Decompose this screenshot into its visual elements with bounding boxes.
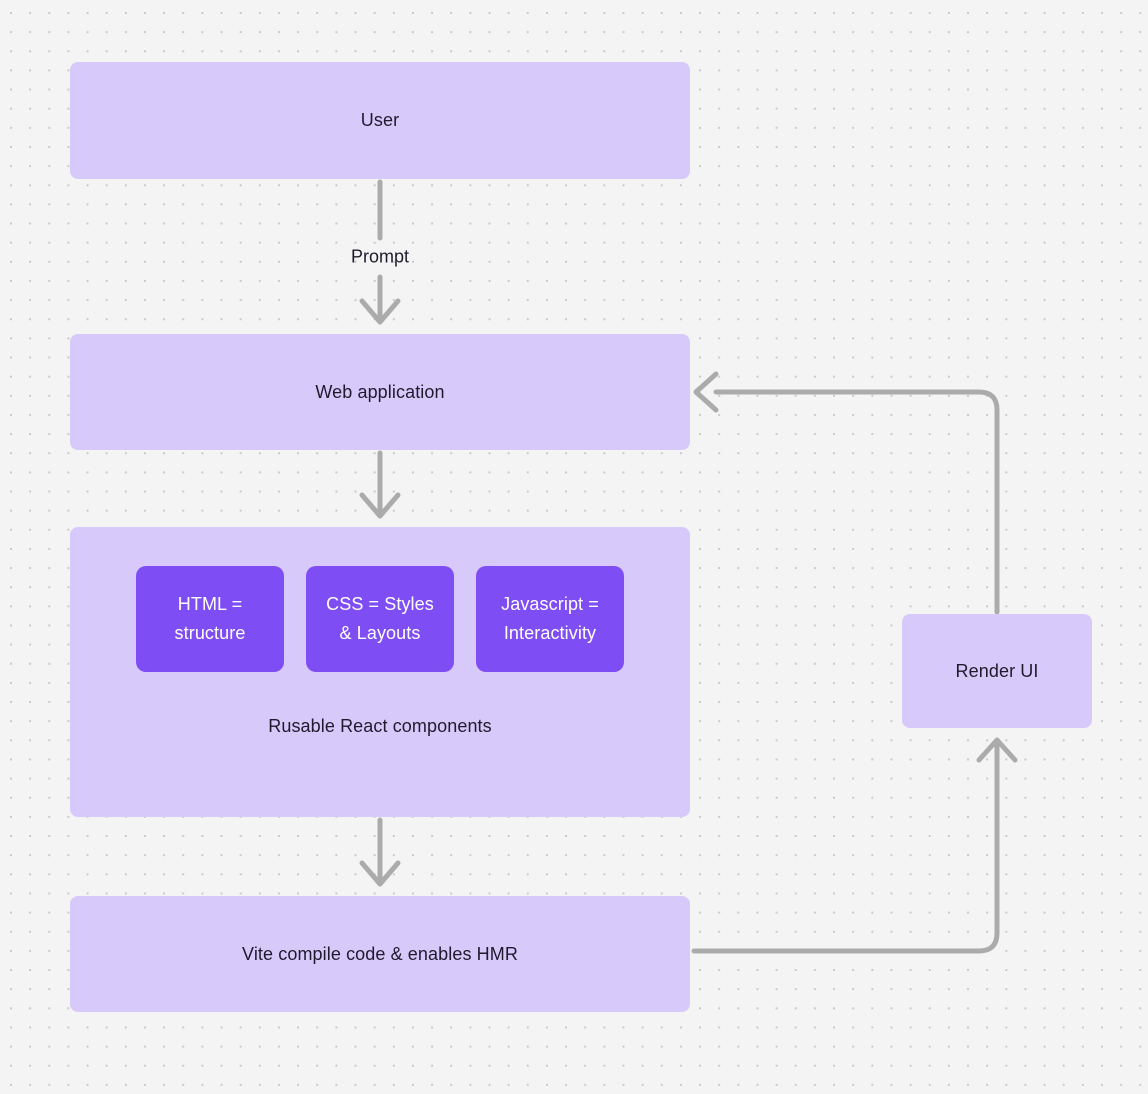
component-chip-row: HTML = structure CSS = Styles & Layouts …	[136, 566, 624, 672]
edge-vite-to-render	[691, 739, 1000, 954]
node-render-ui-label: Render UI	[955, 660, 1039, 681]
chip-javascript[interactable]: Javascript = Interactivity	[476, 566, 624, 672]
arrowhead-down-webapp	[359, 298, 401, 325]
chip-css[interactable]: CSS = Styles & Layouts	[306, 566, 454, 672]
node-web-application[interactable]: Web application	[70, 334, 690, 450]
node-render-ui[interactable]: Render UI	[902, 614, 1092, 728]
chip-html-line1: HTML =	[177, 594, 243, 614]
chip-css-line1: CSS = Styles	[326, 594, 434, 614]
chip-css-line2: & Layouts	[339, 623, 421, 643]
arrowhead-up-render	[976, 737, 1018, 763]
edge-label-prompt: Prompt	[350, 246, 410, 267]
node-reusable-components-caption: Rusable React components	[268, 716, 492, 736]
node-web-application-label: Web application	[315, 381, 445, 402]
chip-html[interactable]: HTML = structure	[136, 566, 284, 672]
edge-render-to-webapp	[713, 389, 1000, 615]
chip-javascript-line1: Javascript =	[501, 594, 599, 614]
node-vite[interactable]: Vite compile code & enables HMR	[70, 896, 690, 1012]
arrowhead-down-vite	[359, 860, 401, 887]
node-user[interactable]: User	[70, 62, 690, 179]
arrowhead-down-components	[359, 492, 401, 519]
node-user-label: User	[360, 110, 400, 130]
node-vite-label: Vite compile code & enables HMR	[242, 943, 518, 964]
node-reusable-components[interactable]: HTML = structure CSS = Styles & Layouts …	[70, 527, 690, 817]
chip-html-line2: structure	[174, 623, 246, 643]
chip-javascript-line2: Interactivity	[503, 623, 597, 643]
arrowhead-left-webapp	[693, 371, 719, 413]
